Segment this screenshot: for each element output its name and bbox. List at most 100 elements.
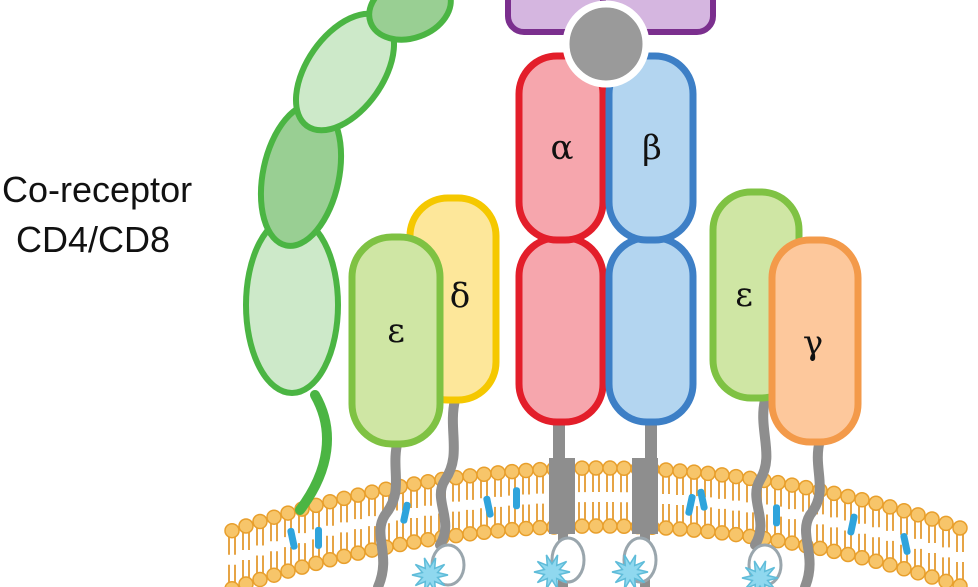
lipid-tail (942, 529, 950, 548)
lipid-head (840, 488, 856, 505)
lipid-head (238, 576, 254, 587)
lipid-tail (676, 476, 684, 495)
lipid-tail (662, 504, 670, 523)
lipid-tail (928, 553, 936, 572)
lipid-tail (340, 532, 348, 551)
lipid-head (658, 520, 674, 536)
lipid-head (588, 460, 604, 476)
phosphate-star (611, 554, 649, 587)
lipid-head (350, 545, 366, 561)
lipid-head (728, 468, 744, 485)
lipid-head (714, 525, 730, 541)
lipid-tail (326, 535, 334, 554)
gamma-tail (800, 435, 825, 587)
lipid-head (336, 490, 352, 507)
lipid-tail (886, 512, 894, 531)
lipid-tail (242, 532, 250, 551)
lipid-head (252, 571, 268, 587)
lipid-tail (676, 504, 684, 523)
lipid-head (868, 553, 884, 570)
lipid-tail (480, 480, 488, 499)
lipid-tail (718, 508, 726, 527)
lipid-head (420, 531, 436, 548)
lipid-tail (928, 525, 936, 544)
lipid-head (952, 578, 968, 587)
lipid-head (224, 580, 240, 587)
lipid-head (574, 518, 590, 534)
lipid-tail (228, 536, 236, 555)
lipid-head (602, 460, 618, 476)
lipid-head (784, 477, 800, 493)
lipid-tail (256, 527, 264, 546)
lipid-head (910, 507, 926, 523)
lipid-tail (466, 509, 474, 528)
lipid-head (700, 523, 716, 540)
lipid-tail (914, 548, 922, 567)
lipid-head (938, 573, 954, 587)
lipid-tail (774, 488, 782, 507)
lipid-head (770, 474, 786, 491)
alpha-label: α (551, 128, 574, 168)
cell-membrane (224, 460, 968, 587)
lipid-head (854, 550, 870, 566)
lipid-tail (424, 515, 432, 534)
lipid-head (588, 518, 604, 534)
lipid-tail (830, 499, 838, 518)
lipid-head (910, 565, 926, 581)
lipid-tail (354, 501, 362, 520)
coreceptor-domain-1 (366, 0, 454, 43)
cholesterol (513, 487, 520, 510)
lipid-head (476, 466, 492, 482)
cholesterol (685, 493, 696, 516)
lipid-head (672, 463, 688, 479)
lipid-tail (816, 524, 824, 543)
lipid-tail (732, 510, 740, 529)
lipid-head (924, 511, 940, 527)
lipid-tail (690, 478, 698, 497)
lipid-tail (886, 540, 894, 559)
phosphate-star (741, 560, 779, 587)
lipid-head (798, 479, 814, 496)
beta-tm-lower (632, 458, 658, 534)
lipid-tail (284, 547, 292, 566)
lipid-tail (396, 520, 404, 539)
beta-label: β (642, 128, 662, 168)
lipid-head (826, 543, 842, 560)
beta-upper-domain (605, 52, 697, 244)
lipid-tail (872, 509, 880, 528)
lipid-tail (858, 505, 866, 524)
lipid-tail (536, 503, 544, 522)
lipid-tail (354, 529, 362, 548)
lipid-tail (858, 533, 866, 552)
epsilon-left-label: ε (387, 311, 405, 351)
lipid-head (350, 487, 366, 503)
lipid-head (406, 534, 422, 550)
lipid-tail (228, 564, 236, 583)
lipid-tail (340, 504, 348, 523)
lipid-head (658, 462, 674, 478)
lipid-head (672, 521, 688, 537)
lipid-tail (452, 511, 460, 530)
lipid-head (490, 465, 506, 481)
lipid-head (294, 559, 310, 575)
lipid-head (616, 518, 632, 535)
lipid-tail (956, 562, 964, 580)
coreceptor (243, 0, 454, 515)
lipid-head (518, 462, 534, 479)
lipid-head (280, 505, 296, 521)
lipid-tail (578, 502, 586, 521)
lipid-head (476, 524, 492, 540)
coreceptor-label-line2: CD4/CD8 (16, 219, 171, 260)
cholesterol (483, 495, 494, 518)
lipid-tail (242, 560, 250, 579)
lipid-head (322, 552, 338, 568)
lipid-head (252, 513, 268, 530)
lipid-head (490, 523, 506, 539)
lipid-head (868, 495, 884, 512)
lipid-tail (592, 502, 600, 521)
lipid-head (714, 467, 730, 483)
lipid-tail (802, 493, 810, 512)
lipid-tail (298, 515, 306, 534)
lipid-tail (452, 483, 460, 502)
lipid-tail (620, 502, 628, 521)
